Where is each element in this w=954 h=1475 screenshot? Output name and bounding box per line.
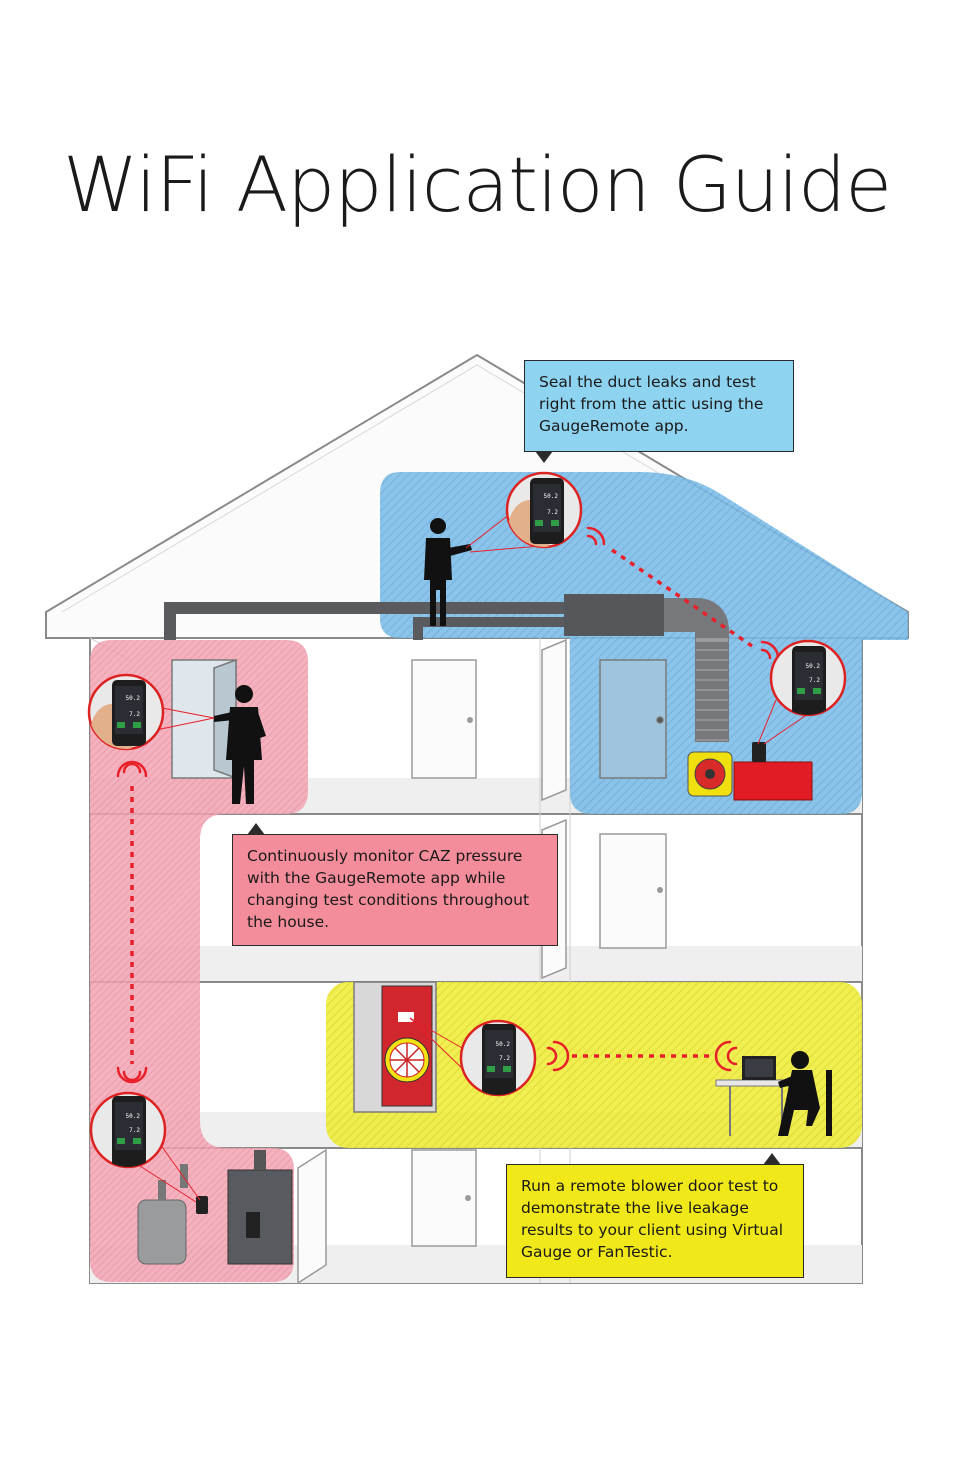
- callout-blower-text: Run a remote blower door test to demonst…: [521, 1177, 784, 1261]
- callout-blower-tail: [763, 1153, 781, 1165]
- page-title: WiFi Application Guide: [62, 140, 892, 229]
- attic-technician-silhouette: [424, 518, 472, 626]
- blower-door-frame: [381, 985, 433, 1107]
- callout-blower: Run a remote blower door test to demonst…: [506, 1153, 804, 1278]
- gauge-reading-bottom: 7.2: [809, 677, 820, 684]
- wifi-signal-icons: [116, 526, 780, 1084]
- callout-caz-text: Continuously monitor CAZ pressure with t…: [247, 847, 530, 931]
- leader-lines: [139, 513, 809, 1203]
- attic-gauge-device: [752, 742, 766, 762]
- duct-blaster-fan: [687, 751, 733, 797]
- gauge-reading-bottom: 7.2: [499, 1055, 510, 1062]
- wifi-links: [130, 548, 753, 1064]
- gauge-reading-bottom: 7.2: [129, 711, 140, 718]
- gauge-zoom-caz-device: 50.2 7.2: [89, 1091, 167, 1169]
- furnace: [227, 1150, 293, 1265]
- gauge-reading-bottom: 7.2: [547, 509, 558, 516]
- flex-duct-ribs: [696, 649, 728, 741]
- caz-technician-silhouette: [214, 685, 266, 804]
- attic-zone: [380, 472, 908, 814]
- callout-attic: Seal the duct leaks and test right from …: [524, 360, 794, 463]
- gauge-zoom-blower: 50.2 7.2: [459, 1019, 537, 1097]
- gauge-reading-bottom: 7.2: [129, 1127, 140, 1134]
- caz-gauge-device: [196, 1196, 208, 1214]
- gauge-reading-top: 50.2: [126, 695, 141, 702]
- gauge-zoom-duct: 50.2 7.2: [769, 639, 847, 717]
- gauge-reading-top: 50.2: [496, 1041, 511, 1048]
- gauge-zoom-caz-phone: 50.2 7.2: [87, 673, 165, 751]
- gauge-reading-top: 50.2: [544, 493, 559, 500]
- ductwork: [164, 594, 729, 742]
- equipment-case: [733, 761, 813, 801]
- callout-caz-tail: [247, 823, 265, 835]
- callout-caz: Continuously monitor CAZ pressure with t…: [232, 823, 558, 946]
- gauge-reading-top: 50.2: [126, 1113, 141, 1120]
- blower-zone: [326, 982, 862, 1148]
- callout-attic-text: Seal the duct leaks and test right from …: [539, 373, 764, 435]
- water-heater: [137, 1164, 188, 1265]
- client-silhouette: [778, 1051, 832, 1136]
- gauge-reading-top: 50.2: [806, 663, 821, 670]
- callout-attic-tail: [535, 451, 553, 463]
- laptop-table: [715, 1056, 797, 1136]
